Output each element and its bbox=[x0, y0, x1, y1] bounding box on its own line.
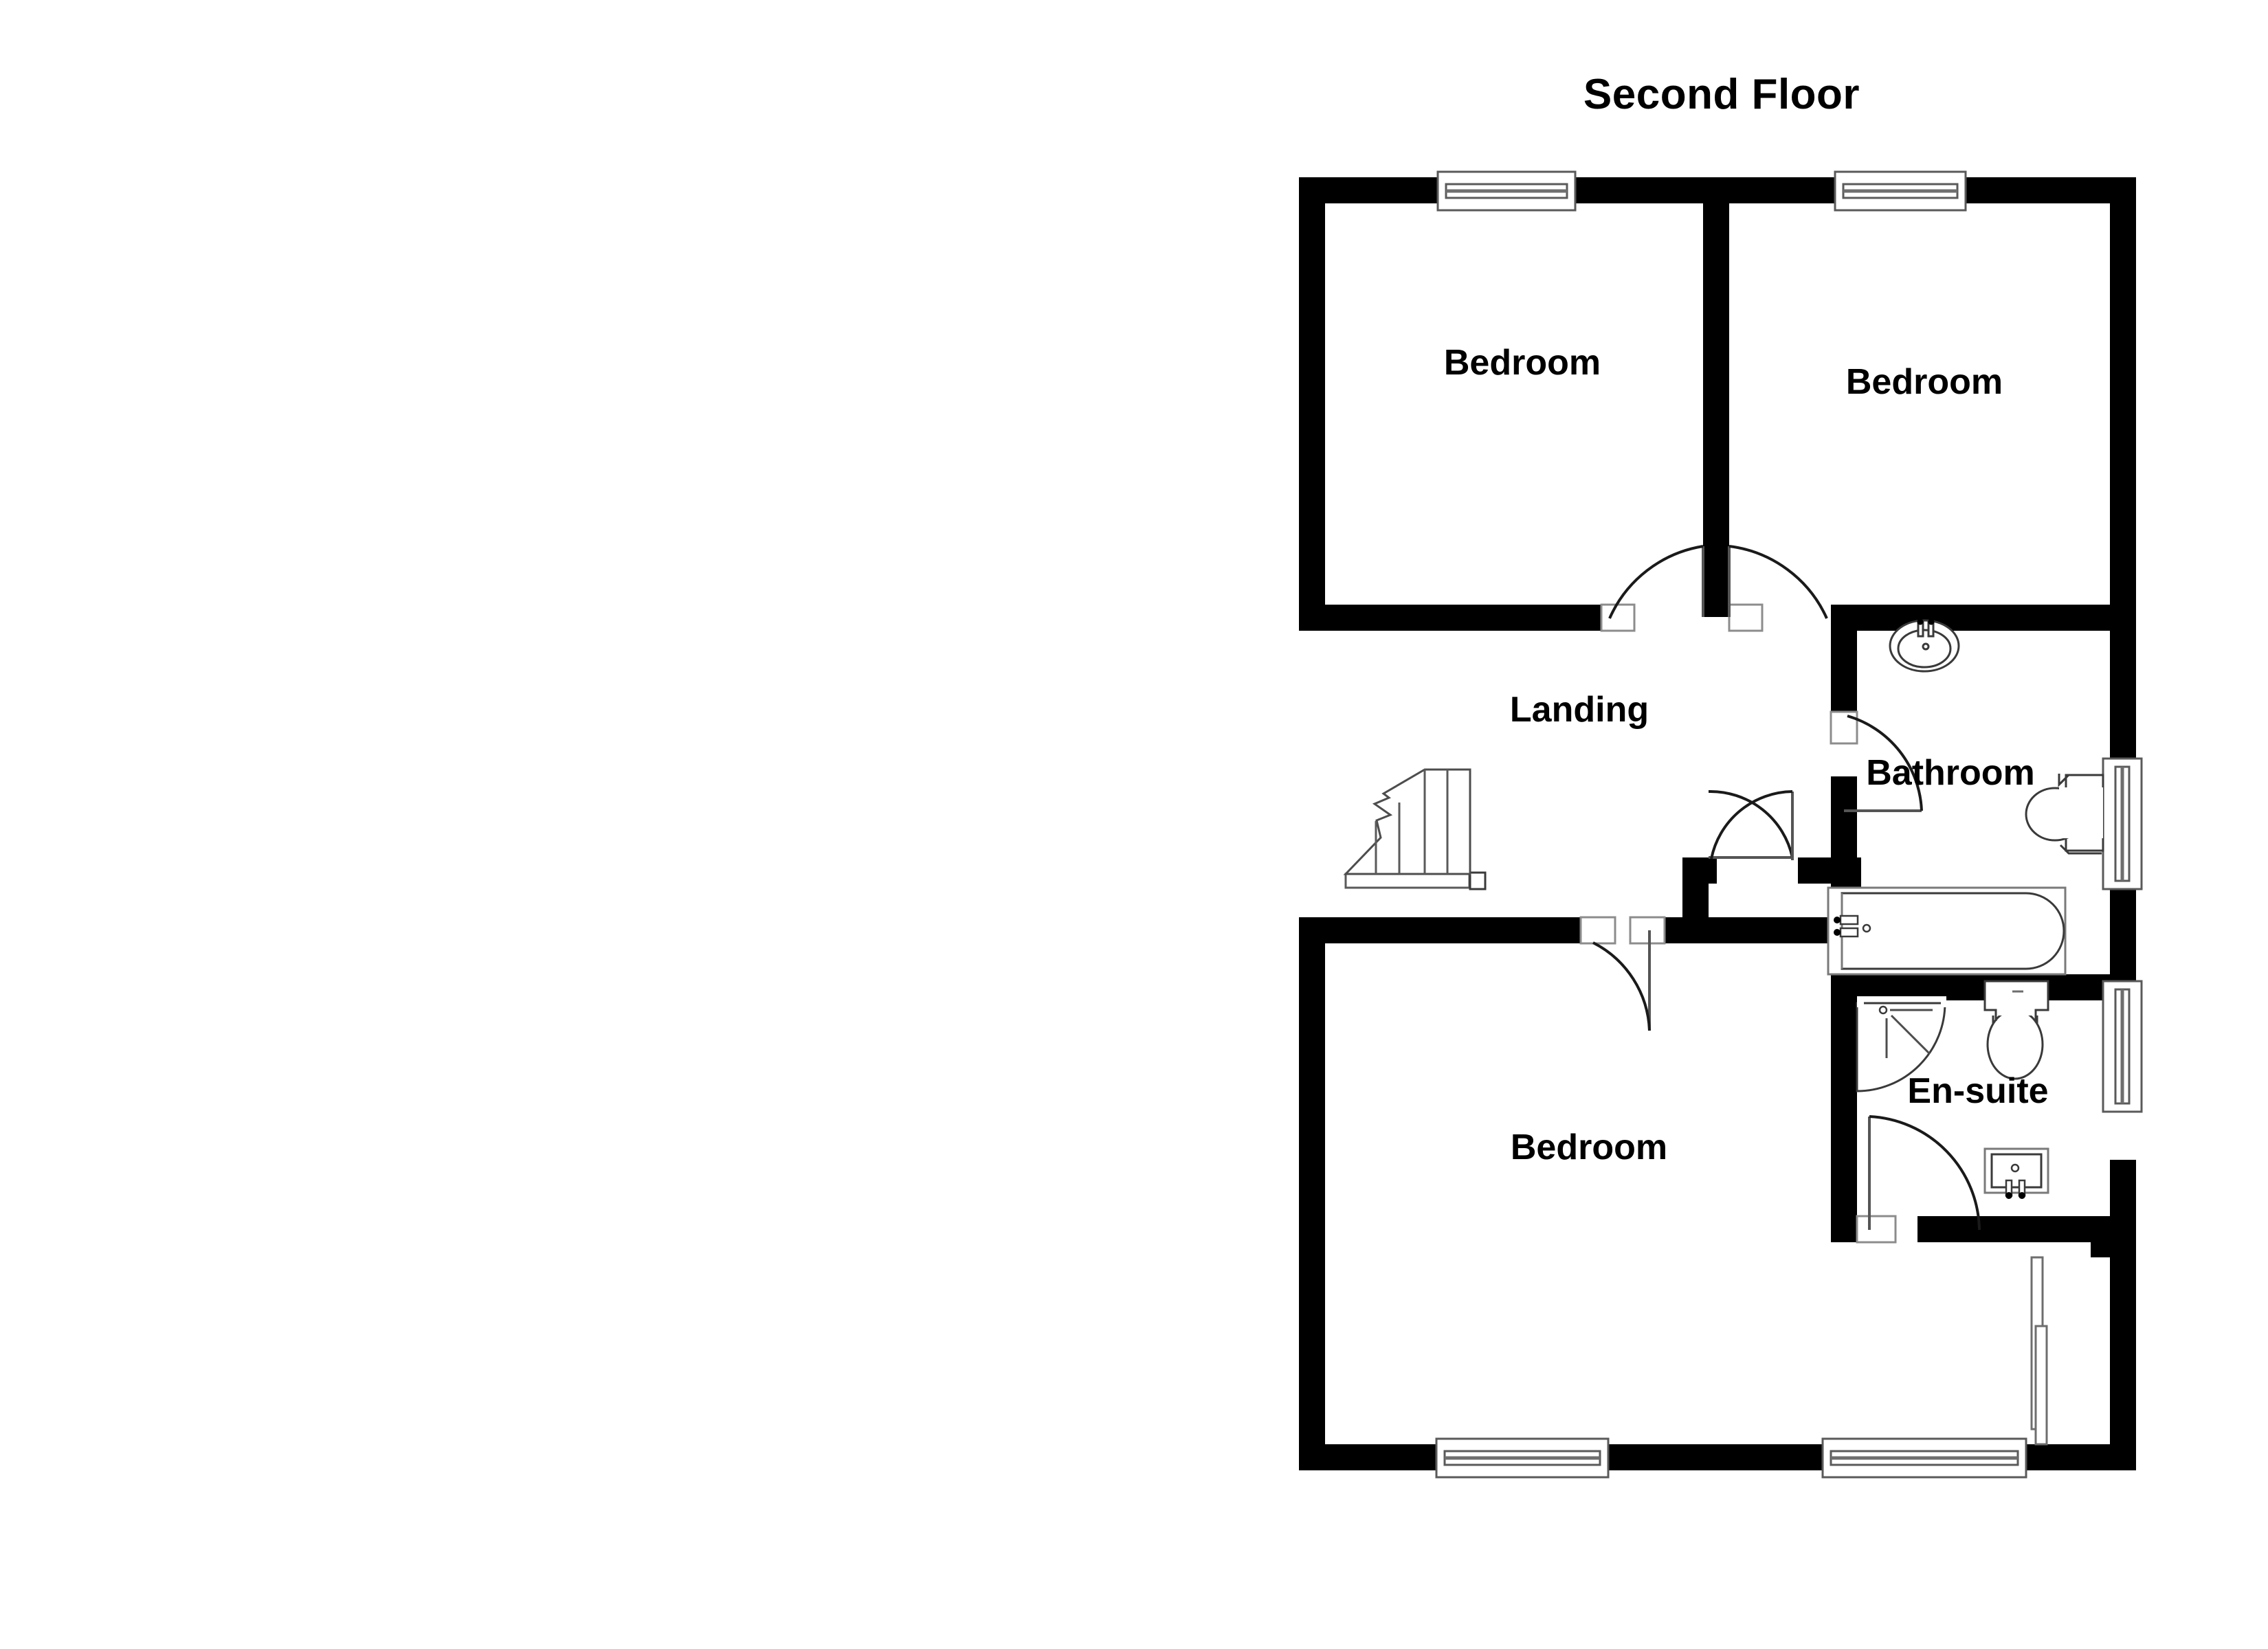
room-label-bedroom-3: Bedroom bbox=[1510, 1128, 1668, 1167]
wall-bedroom3-bottom-c bbox=[2023, 1444, 2136, 1470]
wall-cupboard-top bbox=[1682, 857, 1717, 884]
partition-bedroom3-right bbox=[2030, 1256, 2048, 1446]
door-bedroom-2 bbox=[1728, 545, 1828, 632]
wall-bathroom-left-upper bbox=[1831, 605, 1857, 712]
bathtub-icon bbox=[1827, 886, 2067, 976]
window-ensuite-right bbox=[2102, 980, 2143, 1113]
window-bedroom-2-top bbox=[1834, 170, 1967, 212]
ensuite-toilet-icon bbox=[1983, 980, 2049, 1080]
wall-bedroom3-top-left bbox=[1299, 917, 1581, 943]
room-label-en-suite: En-suite bbox=[1907, 1071, 2049, 1111]
wall-bathroom-ensuite bbox=[1831, 974, 2136, 1000]
door-bathroom bbox=[1830, 710, 1923, 812]
wall-right-lower bbox=[2110, 1160, 2136, 1470]
window-bedroom-3-bottom-right bbox=[1821, 1437, 2027, 1479]
wall-ensuite-stub bbox=[2091, 1216, 2117, 1257]
window-bathroom-right bbox=[2102, 757, 2143, 890]
wall-between-bedrooms bbox=[1703, 177, 1729, 617]
oval-basin-icon bbox=[1889, 618, 1960, 673]
windows-group bbox=[1435, 170, 2143, 1479]
door-cupboard bbox=[1708, 789, 1794, 860]
room-label-landing: Landing bbox=[1509, 690, 1649, 730]
staircase-icon bbox=[1343, 768, 1487, 890]
doors-group bbox=[1579, 545, 1981, 1244]
bathroom-toilet-icon bbox=[2025, 774, 2104, 855]
wall-bedroom2-bottom bbox=[1831, 605, 2136, 631]
page-title: Second Floor bbox=[1583, 71, 1860, 118]
wall-right-upper bbox=[2110, 177, 2136, 782]
wall-ensuite-bottom-right bbox=[1917, 1216, 2117, 1242]
window-bedroom-1-top bbox=[1436, 170, 1577, 212]
door-bedroom-3 bbox=[1579, 916, 1666, 1031]
wall-bedroom1-bottom bbox=[1299, 605, 1601, 631]
room-label-bedroom-1: Bedroom bbox=[1443, 343, 1601, 383]
door-bedroom-1 bbox=[1600, 545, 1704, 632]
wall-ensuite-left bbox=[1831, 974, 1857, 1242]
room-label-bathroom: Bathroom bbox=[1866, 753, 2035, 793]
window-bedroom-3-bottom-left bbox=[1435, 1437, 1610, 1479]
shower-tray-icon bbox=[1856, 996, 1946, 1092]
door-ensuite bbox=[1856, 1115, 1981, 1244]
rect-basin-icon bbox=[1983, 1147, 2049, 1199]
wall-bedroom3-bottom-b bbox=[1607, 1444, 1825, 1470]
room-label-bedroom-2: Bedroom bbox=[1845, 362, 2003, 402]
wall-left-upper bbox=[1299, 177, 1325, 631]
wall-bedroom3-left bbox=[1299, 917, 1325, 1467]
wall-bedroom3-bottom-a bbox=[1299, 1444, 1436, 1470]
